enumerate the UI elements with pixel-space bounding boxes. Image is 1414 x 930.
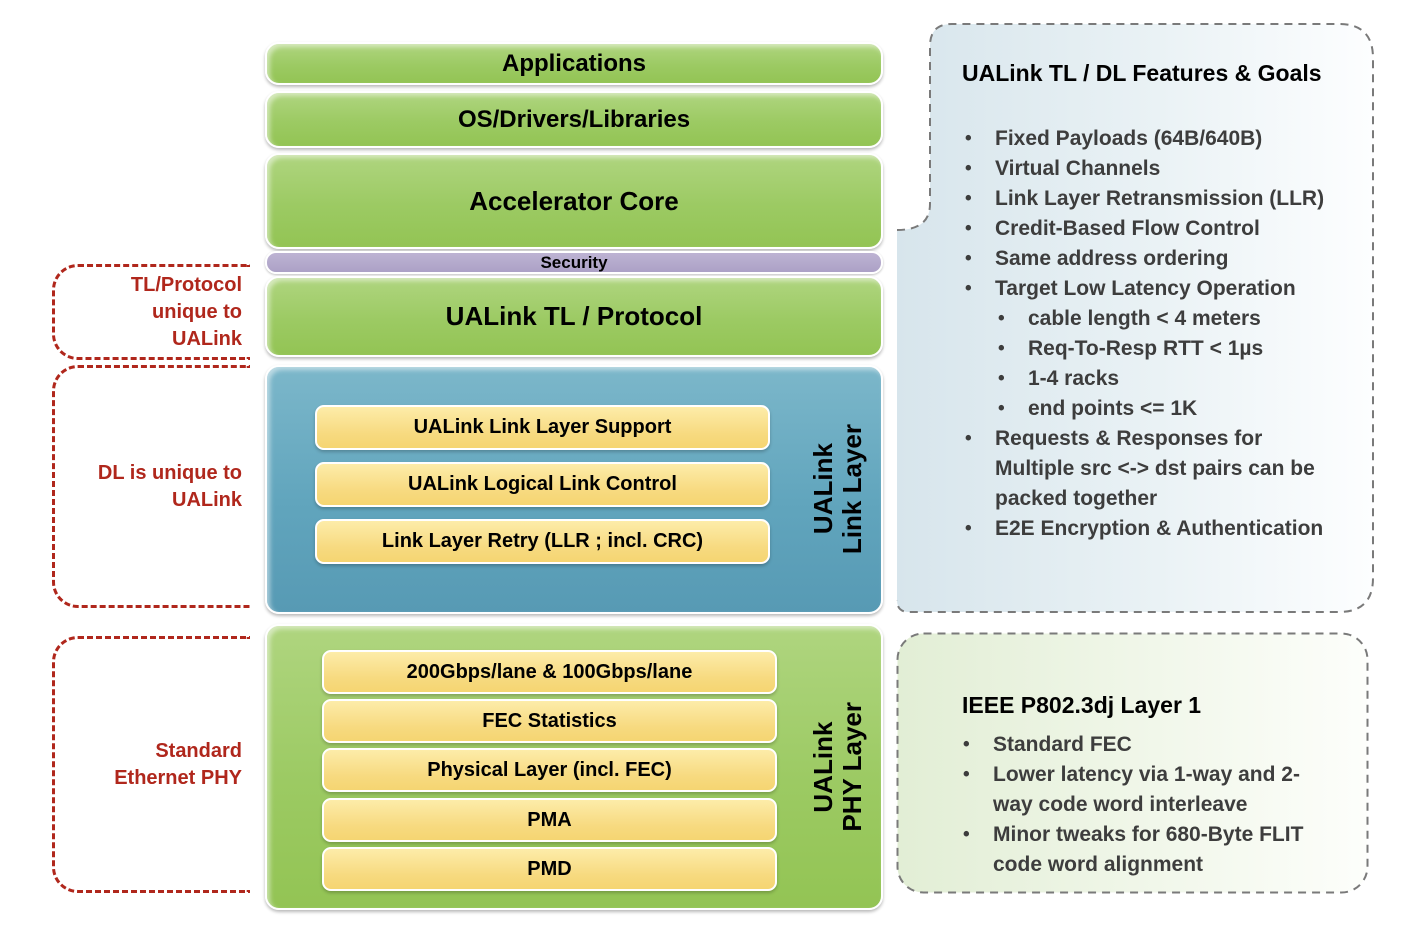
feature-item: • E2E Encryption & Authentication <box>957 514 1351 544</box>
bullet-icon: • <box>965 518 972 539</box>
fec-statistics-box: FEC Statistics <box>322 699 777 743</box>
feature-item: • Virtual Channels <box>957 154 1351 184</box>
feature-subitem: • end points <= 1K <box>957 394 1351 424</box>
pma-box: PMA <box>322 798 777 842</box>
box-label: Physical Layer (incl. FEC) <box>427 758 672 781</box>
box-label: Link Layer Retry (LLR ; incl. CRC) <box>381 530 704 552</box>
feature-subitem: • Req-To-Resp RTT < 1µs <box>957 334 1351 364</box>
link-layer-support-box: UALink Link Layer Support <box>315 405 770 450</box>
ieee-panel-content: IEEE P802.3dj Layer 1 • Standard FEC • L… <box>960 690 1344 880</box>
feature-subitem: • cable length < 4 meters <box>957 304 1351 334</box>
annotation-dl-unique: DL is unique to UALink <box>52 365 250 608</box>
features-panel-content: UALink TL / DL Features & Goals • Fixed … <box>957 58 1351 544</box>
ualink-link-layer-box: UALink Link Layer Support UALink Logical… <box>265 365 883 614</box>
ieee-panel: IEEE P802.3dj Layer 1 • Standard FEC • L… <box>896 632 1369 894</box>
bullet-icon: • <box>965 278 972 299</box>
bullet-icon: • <box>963 734 970 755</box>
ieee-panel-outline <box>896 632 1369 894</box>
layer-applications: Applications <box>265 42 883 85</box>
bullet-icon: • <box>965 218 972 239</box>
box-label: PMA <box>527 808 572 831</box>
bullet-icon: • <box>965 428 972 449</box>
box-label: UALink Logical Link Control <box>408 473 677 495</box>
box-label: 200Gbps/lane & 100Gbps/lane <box>406 660 693 683</box>
phy-layer-vertical-label: UALink PHY Layer <box>807 702 867 832</box>
layer-label: Applications <box>501 49 646 77</box>
layer-label: Accelerator Core <box>469 185 679 216</box>
feature-item: • Requests & Responses for Multiple src … <box>957 424 1351 514</box>
bullet-icon: • <box>965 248 972 269</box>
physical-layer-box: Physical Layer (incl. FEC) <box>322 748 777 792</box>
link-layer-vertical-label-wrap: UALink Link Layer <box>799 367 877 612</box>
link-layer-retry-box: Link Layer Retry (LLR ; incl. CRC) <box>315 519 770 564</box>
bullet-icon: • <box>965 128 972 149</box>
layer-accelerator-core: Accelerator Core <box>265 153 883 249</box>
bullet-icon: • <box>998 338 1005 359</box>
feature-item: • Fixed Payloads (64B/640B) <box>957 124 1351 154</box>
annotation-tl-protocol-unique: TL/Protocol unique to UALink <box>52 264 250 360</box>
phy-layer-vertical-label-wrap: UALink PHY Layer <box>799 626 877 908</box>
layer-label: Security <box>540 252 608 272</box>
annotation-label: Standard Ethernet PHY <box>114 739 242 789</box>
bullet-icon: • <box>965 158 972 179</box>
feature-item: • Target Low Latency Operation <box>957 274 1351 304</box>
bullet-icon: • <box>963 764 970 785</box>
bullet-icon: • <box>998 368 1005 389</box>
annotation-label: TL/Protocol unique to UALink <box>130 273 242 350</box>
bullet-icon: • <box>998 398 1005 419</box>
box-label: FEC Statistics <box>482 709 617 732</box>
layer-label: UALink TL / Protocol <box>445 301 703 331</box>
bullet-icon: • <box>963 824 970 845</box>
layer-label: OS/Drivers/Libraries <box>457 105 691 133</box>
box-label: UALink Link Layer Support <box>413 416 672 438</box>
box-label: PMD <box>527 857 572 880</box>
link-layer-vertical-label: UALink Link Layer <box>807 424 867 555</box>
layer-security-bar: Security <box>265 251 883 274</box>
features-panel: UALink TL / DL Features & Goals • Fixed … <box>895 22 1375 618</box>
feature-item: • Credit-Based Flow Control <box>957 214 1351 244</box>
lane-speed-box: 200Gbps/lane & 100Gbps/lane <box>322 650 777 694</box>
feature-subitem: • 1-4 racks <box>957 364 1351 394</box>
bullet-icon: • <box>965 188 972 209</box>
ualink-phy-layer-box: 200Gbps/lane & 100Gbps/lane FEC Statisti… <box>265 624 883 910</box>
features-panel-title: UALink TL / DL Features & Goals <box>962 60 1322 86</box>
ieee-item: • Standard FEC <box>960 730 1344 760</box>
logical-link-control-box: UALink Logical Link Control <box>315 462 770 507</box>
annotation-standard-ethernet-phy: Standard Ethernet PHY <box>52 636 250 893</box>
features-panel-outline <box>896 23 1374 613</box>
layer-ualink-tl-protocol: UALink TL / Protocol <box>265 276 883 357</box>
pmd-box: PMD <box>322 847 777 891</box>
bullet-icon: • <box>998 308 1005 329</box>
ieee-item: • Lower latency via 1-way and 2- way cod… <box>960 760 1344 820</box>
ieee-item: • Minor tweaks for 680-Byte FLIT code wo… <box>960 820 1344 880</box>
annotation-label: DL is unique to UALink <box>97 461 242 511</box>
feature-item: • Same address ordering <box>957 244 1351 274</box>
feature-item: • Link Layer Retransmission (LLR) <box>957 184 1351 214</box>
ieee-panel-title: IEEE P802.3dj Layer 1 <box>962 692 1202 718</box>
layer-os-drivers-libraries: OS/Drivers/Libraries <box>265 91 883 148</box>
